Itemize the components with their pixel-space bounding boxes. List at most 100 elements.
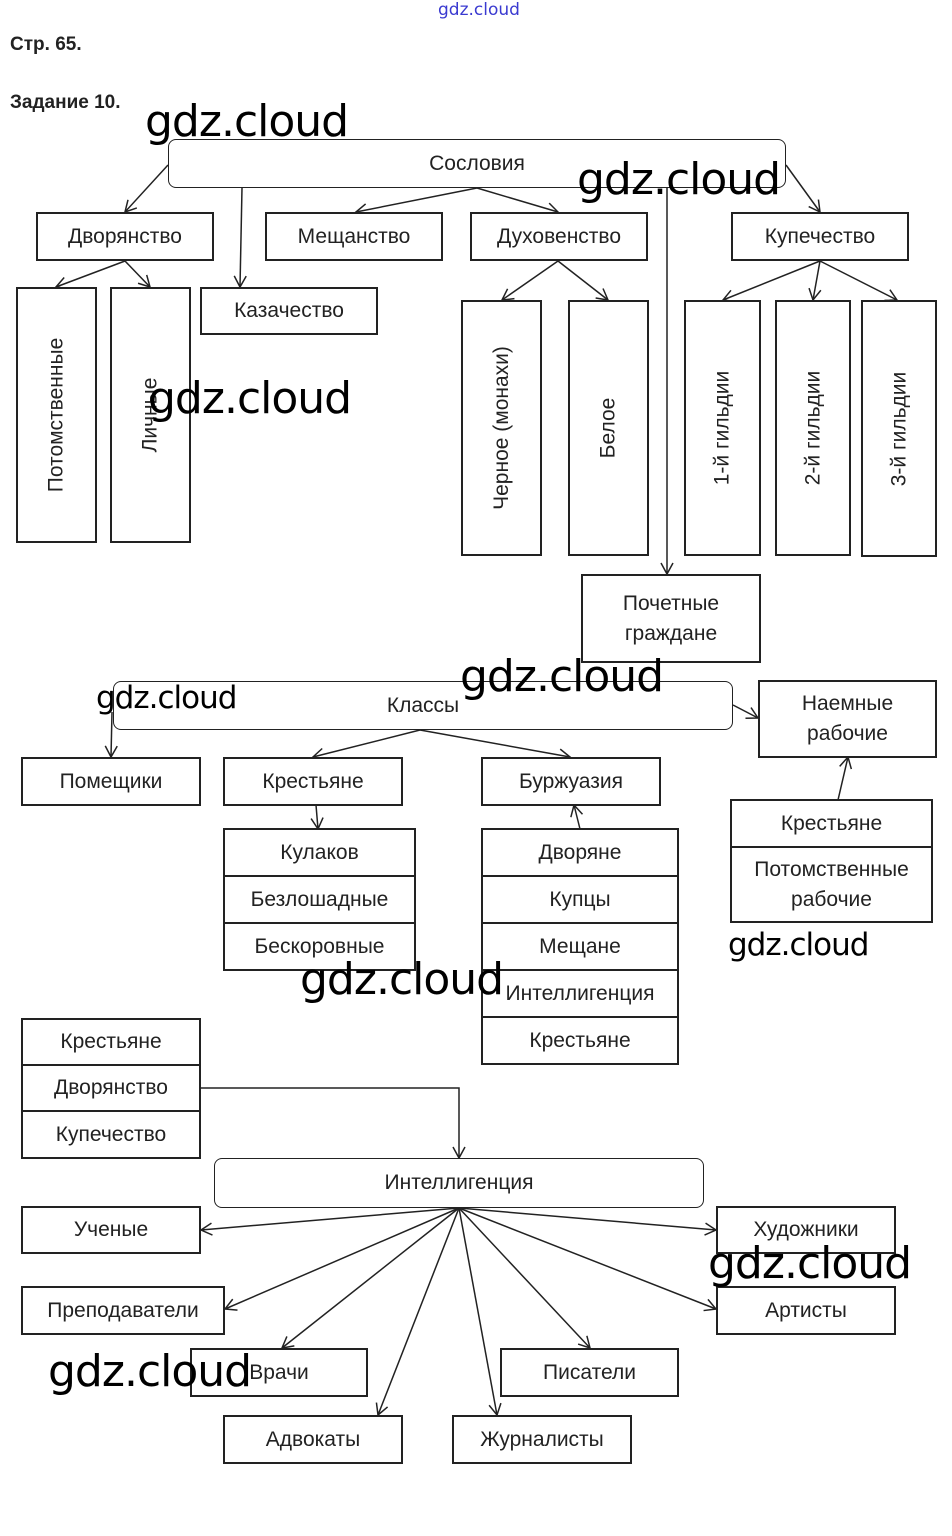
arrow-int-artists: [458, 1207, 718, 1236]
intelligentsia-doctors-label: Врачи: [249, 1360, 309, 1384]
class-bourgeoisie-label: Буржуазия: [519, 769, 623, 793]
intelligentsia-actors: Артисты: [716, 1286, 896, 1335]
arrow-nobility-hereditary: [54, 260, 126, 290]
merchants-guild-1: 1-й гильдии: [684, 300, 761, 556]
estate-merchants: Купечество: [731, 212, 909, 261]
estates-root: Сословия: [168, 139, 786, 188]
nobility-hereditary: Потомственные: [16, 287, 97, 543]
intelligentsia-scientists-label: Ученые: [73, 1218, 149, 1241]
clergy-black: Черное (монахи): [461, 300, 542, 556]
class-peasants-label: Крестьяне: [262, 769, 364, 793]
arrow-merchants-guild1: [721, 260, 821, 303]
estate-clergy-label: Духовенство: [496, 224, 622, 248]
task-title: Задание 10.: [10, 92, 121, 113]
intelligentsia-root-label: Интеллигенция: [384, 1171, 534, 1194]
arrow-int-writers: [458, 1207, 592, 1350]
intelligentsia-source: Дворянство: [23, 1066, 199, 1112]
arrow-int-doctors: [280, 1207, 460, 1349]
intelligentsia-doctors: Врачи: [190, 1348, 368, 1397]
estate-cossacks-label: Казачество: [234, 299, 344, 322]
intelligentsia-journalists: Журналисты: [452, 1415, 632, 1464]
merchants-guild-2-label: 2-й гильдии: [801, 370, 825, 486]
classes-root: Классы: [113, 681, 733, 730]
arrow-estates-cossacks: [233, 187, 247, 289]
watermark: gdz.cloud: [48, 1346, 252, 1397]
intelligentsia-root: Интеллигенция: [214, 1158, 704, 1208]
arrow-nobility-personal: [124, 260, 152, 289]
intelligentsia-lawyers: Адвокаты: [223, 1415, 403, 1464]
intelligentsia-source: Крестьяне: [23, 1020, 199, 1066]
intelligentsia-actors-label: Артисты: [765, 1298, 847, 1322]
bourgeoisie-source: Интеллигенция: [483, 971, 677, 1018]
clergy-white-label: Белое: [596, 397, 620, 459]
arrow-sources-bourgeoisie: [570, 803, 584, 830]
bourgeoisie-source: Мещане: [483, 924, 677, 971]
arrow-int-scientists: [199, 1207, 460, 1236]
clergy-white: Белое: [568, 300, 649, 556]
hired-workers-source: Потомственные рабочие: [754, 857, 909, 911]
arrow-estates-clergy: [476, 187, 560, 216]
estate-nobility: Дворянство: [36, 212, 214, 261]
estate-cossacks: Казачество: [200, 287, 378, 335]
watermark: gdz.cloud: [148, 373, 352, 424]
hired-workers-source: Крестьяне: [732, 801, 931, 848]
arrow-estates-merchants: [785, 164, 821, 214]
merchants-guild-2: 2-й гильдии: [775, 300, 851, 556]
intelligentsia-teachers-label: Преподаватели: [47, 1298, 199, 1322]
intelligentsia-artists-label: Художники: [753, 1218, 859, 1241]
arrow-peasants-kulaks: [310, 804, 324, 831]
intelligentsia-teachers: Преподаватели: [21, 1286, 225, 1335]
bourgeoisie-source: Дворяне: [483, 830, 677, 877]
watermark: gdz.cloud: [145, 96, 349, 147]
bourgeoisie-source: Купцы: [483, 877, 677, 924]
class-landowners: Помещики: [21, 757, 201, 806]
merchants-guild-3: 3-й гильдии: [861, 300, 937, 557]
intelligentsia-journalists-label: Журналисты: [480, 1427, 604, 1451]
intelligentsia-source: Купечество: [55, 1122, 167, 1146]
hired-workers-label: Наемные рабочие: [801, 692, 894, 745]
bourgeoisie-source: Крестьяне: [529, 1028, 631, 1052]
intelligentsia-scientists: Ученые: [21, 1206, 201, 1254]
arrow-merchants-guild2: [808, 260, 822, 302]
peasant-group: Бескоровные: [254, 934, 385, 958]
class-bourgeoisie: Буржуазия: [481, 757, 661, 806]
arrow-clergy-black: [500, 260, 559, 301]
clergy-black-label: Черное (монахи): [489, 346, 513, 510]
nobility-personal: Личные: [110, 287, 191, 543]
arrow-sources-hired: [837, 755, 853, 801]
hired-workers-sources: Крестьяне Потомственные рабочие: [730, 799, 933, 923]
arrow-classes-hired: [732, 704, 760, 719]
arrow-clergy-white: [557, 260, 610, 301]
honorary-citizens-label: Почетные граждане: [622, 591, 720, 645]
class-landowners-label: Помещики: [59, 769, 163, 793]
intelligentsia-artists: Художники: [716, 1206, 896, 1254]
arrow-estates-nobility: [123, 164, 169, 214]
watermark: gdz.cloud: [728, 927, 869, 963]
nobility-hereditary-label: Потомственные: [44, 337, 68, 493]
honorary-citizens: Почетные граждане: [581, 574, 761, 663]
estate-petty-bourgeois: Мещанство: [265, 212, 443, 261]
estate-merchants-label: Купечество: [764, 224, 876, 248]
merchants-guild-3-label: 3-й гильдии: [887, 371, 911, 486]
arrow-int-journalists: [458, 1207, 502, 1417]
estate-petty-bourgeois-label: Мещанство: [297, 224, 411, 248]
intelligentsia-writers: Писатели: [500, 1348, 679, 1397]
intelligentsia-writers-label: Писатели: [543, 1360, 636, 1384]
class-peasants: Крестьяне: [223, 757, 403, 806]
arrow-int-lawyers: [375, 1207, 460, 1417]
arrow-int-teachers: [223, 1207, 460, 1311]
arrow-int-actors: [458, 1207, 718, 1312]
arrow-classes-bourgeoisie: [419, 729, 572, 762]
page-number: Стр. 65.: [10, 34, 82, 55]
intelligentsia-lawyers-label: Адвокаты: [265, 1427, 361, 1451]
peasant-group: Кулаков: [225, 830, 414, 877]
estate-nobility-label: Дворянство: [68, 224, 182, 248]
watermark: gdz.cloud: [577, 154, 781, 205]
watermark: gdz.cloud: [96, 680, 237, 716]
watermark: gdz.cloud: [708, 1238, 912, 1289]
estates-root-label: Сословия: [429, 151, 525, 175]
watermark: gdz.cloud: [300, 954, 504, 1005]
peasant-groups: Кулаков Безлошадные Бескоровные: [223, 828, 416, 971]
arrow-sources-intelligentsia: [200, 1087, 466, 1160]
